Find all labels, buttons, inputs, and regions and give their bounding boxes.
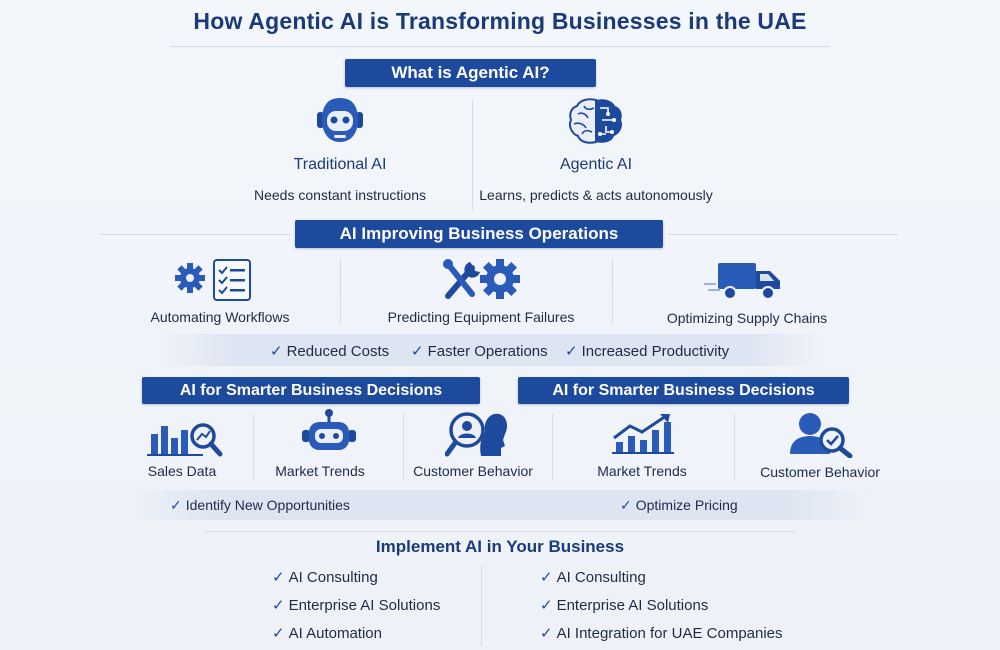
section-banner-what-is-agentic-ai: What is Agentic AI?	[345, 59, 596, 87]
section2-right-rule	[668, 234, 898, 235]
section2-divider-2	[612, 258, 613, 324]
supply-chains-label: Optimizing Supply Chains	[666, 310, 828, 326]
check-icon: ✓	[540, 569, 553, 586]
service-item: ✓AI Consulting	[272, 569, 378, 586]
title-divider	[170, 46, 830, 47]
section-banner-smarter-decisions-right: AI for Smarter Business Decisions	[518, 377, 849, 404]
brain-circuit-icon	[566, 96, 626, 146]
page-title: How Agentic AI is Transforming Businesse…	[193, 8, 807, 34]
section2-left-rule	[100, 234, 290, 235]
check-icon: ✓	[620, 497, 632, 513]
check-icon: ✓	[540, 597, 553, 614]
robot-icon	[299, 408, 359, 456]
market-trends-label: Market Trends	[275, 463, 365, 479]
section3-divider-3	[552, 414, 553, 480]
check-icon: ✓	[272, 597, 285, 614]
service-item: ✓AI Consulting	[540, 569, 646, 586]
wrench-gear-icon	[442, 256, 524, 302]
service-item: ✓AI Automation	[272, 625, 382, 642]
section2-divider-1	[340, 258, 341, 324]
section3-divider-4	[734, 414, 735, 480]
check-icon: ✓	[170, 497, 182, 513]
agentic-ai-description: Learns, predicts & acts autonomously	[479, 187, 713, 203]
user-check-icon	[788, 410, 854, 458]
section3-divider-2	[403, 414, 404, 480]
service-item: ✓Enterprise AI Solutions	[272, 597, 441, 614]
traditional-ai-label: Traditional AI	[293, 156, 387, 173]
traditional-ai-description: Needs constant instructions	[254, 187, 426, 203]
check-icon: ✓	[411, 343, 424, 360]
customer-behavior-label: Customer Behavior	[760, 464, 880, 480]
bar-chart-magnifier-icon	[145, 414, 223, 458]
check-icon: ✓	[270, 343, 283, 360]
outcome-item: ✓Optimize Pricing	[620, 497, 738, 513]
section1-divider	[472, 100, 473, 210]
market-trends-label: Market Trends	[597, 463, 687, 479]
section4-divider	[481, 566, 482, 646]
section4-rule	[205, 531, 795, 532]
implement-ai-title: Implement AI in Your Business	[375, 537, 625, 556]
check-icon: ✓	[272, 625, 285, 642]
benefit-item: ✓Increased Productivity	[565, 343, 730, 360]
gear-checklist-icon	[174, 258, 254, 302]
trend-chart-icon	[610, 412, 676, 456]
robot-head-icon	[314, 96, 366, 146]
delivery-truck-icon	[704, 257, 788, 303]
automating-workflows-label: Automating Workflows	[150, 309, 290, 325]
section3-divider-1	[253, 414, 254, 480]
agentic-ai-label: Agentic AI	[559, 156, 633, 173]
head-profiles-icon	[445, 410, 509, 458]
section-banner-smarter-decisions-left: AI for Smarter Business Decisions	[142, 377, 480, 404]
benefit-item: ✓Faster Operations	[411, 343, 548, 360]
section-banner-business-operations: AI Improving Business Operations	[295, 220, 663, 248]
service-item: ✓AI Integration for UAE Companies	[540, 625, 783, 642]
benefits-band	[155, 334, 825, 366]
service-item: ✓Enterprise AI Solutions	[540, 597, 709, 614]
check-icon: ✓	[565, 343, 578, 360]
outcomes-band	[125, 490, 875, 520]
sales-data-label: Sales Data	[147, 463, 217, 479]
benefit-item: ✓Reduced Costs	[270, 343, 390, 360]
check-icon: ✓	[540, 625, 553, 642]
outcome-item: ✓Identify New Opportunities	[170, 497, 350, 513]
check-icon: ✓	[272, 569, 285, 586]
predicting-failures-label: Predicting Equipment Failures	[387, 309, 575, 325]
customer-behavior-label: Customer Behavior	[413, 463, 533, 479]
